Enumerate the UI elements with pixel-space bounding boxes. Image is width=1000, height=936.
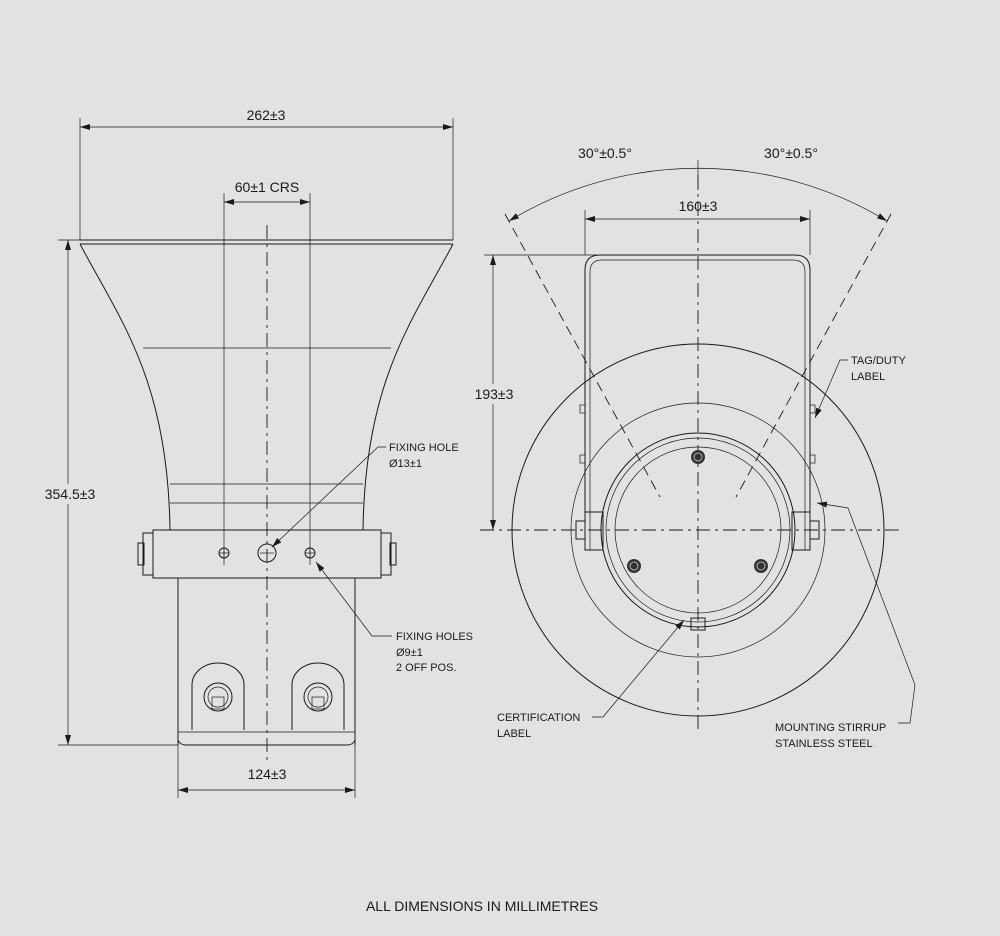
svg-text:Ø9±1: Ø9±1 <box>396 647 423 659</box>
units-note: ALL DIMENSIONS IN MILLIMETRES <box>366 898 598 914</box>
side-view: 262±3 60±1 CRS 354.5±3 <box>30 107 473 798</box>
screws <box>627 450 768 573</box>
svg-text:2 OFF POS.: 2 OFF POS. <box>396 662 457 674</box>
angle-right: 30°±0.5° <box>764 145 818 161</box>
dimension-overall-width: 262±3 <box>247 107 286 123</box>
dimension-stirrup-width: 160±3 <box>679 198 718 214</box>
svg-text:LABEL: LABEL <box>851 371 885 383</box>
mounting-band <box>137 529 397 579</box>
tag-duty-label: TAG/DUTY <box>851 355 906 367</box>
svg-text:Ø13±1: Ø13±1 <box>389 458 422 470</box>
svg-text:STAINLESS STEEL: STAINLESS STEEL <box>775 738 873 750</box>
svg-text:LABEL: LABEL <box>497 728 531 740</box>
angle-left: 30°±0.5° <box>578 145 632 161</box>
fixing-holes-label: FIXING HOLES <box>396 631 473 643</box>
horn-body <box>177 578 356 746</box>
dimension-base-width: 124±3 <box>248 766 287 782</box>
dimension-hole-centres: 60±1 CRS <box>235 179 300 195</box>
dimension-overall-height: 354.5±3 <box>45 486 96 502</box>
mounting-stirrup <box>575 254 820 631</box>
fixing-hole-centre <box>257 543 277 563</box>
front-view: 30°±0.5° 30°±0.5° 160±3 193±3 <box>468 145 916 750</box>
certification-label: CERTIFICATION <box>497 712 580 724</box>
horn-flare <box>79 239 454 531</box>
fixing-hole-label: FIXING HOLE <box>389 442 459 454</box>
mounting-stirrup-label: MOUNTING STIRRUP <box>775 722 886 734</box>
dimension-stirrup-height: 193±3 <box>475 386 514 402</box>
horn-mouth-outline <box>511 343 885 717</box>
